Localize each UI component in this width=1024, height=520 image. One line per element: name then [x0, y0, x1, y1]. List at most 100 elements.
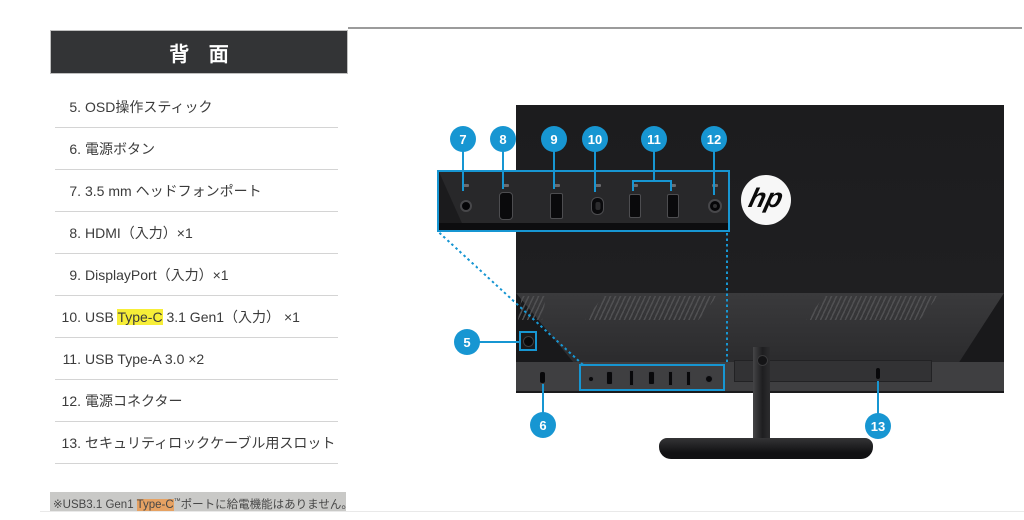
joystick-highlight-box	[519, 331, 537, 351]
item-label: 電源コネクター	[85, 391, 182, 411]
callout-9-line-0	[553, 151, 555, 189]
text-part: HDMI（入力）×1	[85, 224, 193, 241]
item-label: 電源ボタン	[85, 139, 155, 159]
callout-badge-11: 11	[641, 126, 667, 152]
callout-badge-12: 12	[701, 126, 727, 152]
item-label: DisplayPort（入力）×1	[85, 265, 229, 285]
port-usb-c	[591, 197, 604, 215]
callout-6-line-0	[542, 384, 544, 413]
ports-zoom-panel	[437, 170, 730, 232]
port-usb-a	[629, 194, 641, 218]
port-list-item-9: 9.DisplayPort（入力）×1	[55, 254, 338, 296]
callout-7-line-0	[462, 151, 464, 191]
callout-11-line-0	[653, 151, 655, 182]
text-part: ポートに給電機能はありません。	[180, 498, 353, 511]
highlighted-text: Type-C	[136, 498, 174, 511]
callout-10-line-0	[594, 151, 596, 192]
text-part: 3.5 mm ヘッドフォンポート	[85, 182, 262, 199]
mini-port-power	[705, 375, 713, 383]
port-list-item-10: 10.USB Type-C 3.1 Gen1（入力） ×1	[55, 296, 338, 338]
security-lock-slot	[876, 368, 880, 379]
usb-a-icon	[670, 184, 676, 187]
power-icon	[712, 184, 718, 187]
port-list-item-6: 6.電源ボタン	[55, 128, 338, 170]
text-part: USB	[85, 308, 118, 325]
osd-joystick	[523, 336, 534, 347]
power-button-slot	[540, 372, 545, 383]
item-label: USB Type-C 3.1 Gen1（入力） ×1	[85, 307, 300, 327]
port-list-item-5: 5.OSD操作スティック	[55, 86, 338, 128]
stand-base	[659, 438, 873, 459]
zoom-trace-line-right	[726, 233, 728, 363]
page-title: 背 面	[169, 43, 236, 66]
port-list-item-8: 8.HDMI（入力）×1	[55, 212, 338, 254]
item-label: HDMI（入力）×1	[85, 223, 193, 243]
hdmi-icon	[503, 184, 509, 187]
port-power	[708, 199, 722, 213]
item-number: 8.	[69, 224, 81, 241]
text-part: ※USB3.1 Gen1	[53, 498, 137, 511]
text-part: OSD操作スティック	[85, 98, 213, 115]
mini-port-displayport	[629, 370, 634, 386]
footnote: ※USB3.1 Gen1 Type-C™ポートに給電機能はありません。	[50, 492, 353, 512]
footnote-text: ※USB3.1 Gen1 Type-C™ポートに給電機能はありません。	[53, 498, 353, 511]
mini-port-usb-c	[648, 371, 655, 385]
port-strip-highlight-box	[579, 364, 725, 391]
port-hdmi	[499, 192, 513, 220]
item-number: 5.	[69, 98, 81, 115]
item-number: 13.	[61, 434, 81, 451]
text-part: USB Type-A 3.0 ×2	[85, 350, 205, 367]
port-power-pin	[713, 204, 717, 208]
displayport-icon	[553, 184, 560, 187]
port-list-item-13: 13.セキュリティロックケーブル用スロット	[55, 422, 338, 464]
callout-badge-6: 6	[530, 412, 556, 438]
hp-logo-text: hp	[745, 182, 786, 213]
callout-8-line-0	[502, 151, 504, 189]
stand-hinge	[757, 355, 768, 366]
text-part: DisplayPort（入力）×1	[85, 266, 229, 283]
callout-badge-9: 9	[541, 126, 567, 152]
port-list-item-7: 7.3.5 mm ヘッドフォンポート	[55, 170, 338, 212]
item-number: 11.	[62, 350, 81, 367]
highlighted-text: Type-C	[117, 308, 163, 325]
text-part: ™	[173, 498, 181, 505]
port-list-item-11: 11.USB Type-A 3.0 ×2	[55, 338, 338, 380]
item-label: OSD操作スティック	[85, 97, 213, 117]
callout-badge-8: 8	[490, 126, 516, 152]
callout-5-line-0	[479, 341, 519, 343]
hp-logo: hp	[741, 175, 791, 225]
callout-badge-13: 13	[865, 413, 891, 439]
callout-badge-10: 10	[582, 126, 608, 152]
text-part: 電源コネクター	[85, 392, 183, 409]
item-label: USB Type-A 3.0 ×2	[85, 351, 204, 367]
callout-badge-7: 7	[450, 126, 476, 152]
item-number: 9.	[69, 266, 81, 283]
text-part: 3.1 Gen1（入力） ×1	[162, 308, 300, 325]
headphone-jack-icon	[463, 184, 469, 187]
port-headphone-jack	[460, 200, 472, 212]
stand-column	[753, 347, 770, 442]
stand-mount-plate	[734, 360, 932, 382]
port-usb-c-slot	[595, 202, 600, 210]
callout-13-line-0	[877, 381, 879, 414]
item-label: 3.5 mm ヘッドフォンポート	[85, 181, 262, 201]
vent-group-1	[585, 296, 717, 320]
mini-port-hdmi	[606, 371, 613, 385]
usb-a-icon	[632, 184, 638, 187]
mini-port-usb-a	[668, 371, 673, 386]
mini-port-headphone-jack	[588, 376, 594, 382]
callout-12-line-0	[713, 151, 715, 195]
item-number: 6.	[69, 140, 81, 157]
usb-c-icon	[594, 184, 601, 187]
port-displayport	[550, 193, 563, 219]
item-number: 7.	[69, 182, 81, 199]
item-number: 12.	[61, 392, 81, 409]
callout-badge-5: 5	[454, 329, 480, 355]
callout-11-line-1	[632, 180, 672, 182]
panel-floor	[439, 223, 728, 230]
port-list-item-12: 12.電源コネクター	[55, 380, 338, 422]
text-part: 電源ボタン	[85, 140, 155, 157]
item-number: 10.	[61, 308, 81, 325]
callout-11-line-3	[670, 180, 672, 191]
